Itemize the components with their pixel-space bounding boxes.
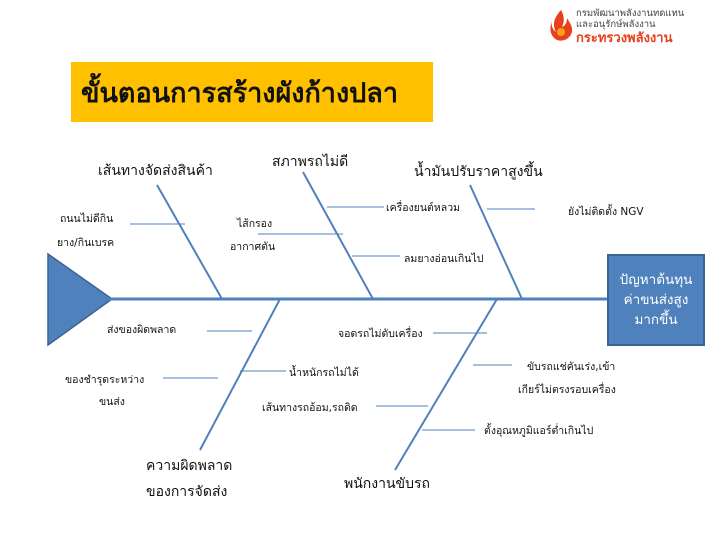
fish-tail bbox=[47, 252, 114, 347]
ministry-logo: กรมพัฒนาพลังงานทดแทน และอนุรักษ์พลังงาน … bbox=[548, 6, 724, 46]
problem-box: ปัญหาต้นทุน ค่าขนส่งสูง มากขึ้น bbox=[607, 254, 705, 346]
cause-bad-road-line1: ถนนไม่ดีกิน bbox=[60, 213, 114, 225]
category-delivery-error-line2: ของการจัดส่ง bbox=[146, 484, 228, 500]
problem-line2: ค่าขนส่งสูง bbox=[623, 292, 689, 308]
category-driver: พนักงานขับรถ bbox=[344, 476, 430, 492]
cause-wrong-goods: ส่งของผิดพลาด bbox=[107, 324, 177, 336]
cause-detour: เส้นทางรถอ้อม,รถติด bbox=[262, 402, 358, 414]
cause-gear-line2: เกียร์ไม่ตรงรอบเครื่อง bbox=[518, 384, 616, 396]
cause-tire: ลมยางอ่อนเกินไป bbox=[404, 253, 484, 265]
category-route: เส้นทางจัดส่งสินค้า bbox=[98, 163, 213, 179]
cause-engine-idle: จอดรถไม่ดับเครื่อง bbox=[338, 328, 423, 340]
problem-line3: มากขึ้น bbox=[634, 312, 678, 328]
cause-gear-line1: ขับรถแช่คันเร่ง,เข้า bbox=[527, 361, 616, 373]
category-delivery-error-line1: ความผิดพลาด bbox=[146, 458, 233, 474]
bone-vehicle bbox=[302, 171, 374, 300]
cause-damaged-line1: ของชำรุดระหว่าง bbox=[65, 374, 145, 386]
title-banner: ขั้นตอนการสร้างผังก้างปลา bbox=[71, 62, 433, 122]
bone-route bbox=[156, 184, 223, 300]
flame-logo-icon bbox=[550, 10, 573, 41]
cause-damaged-line2: ขนส่ง bbox=[99, 396, 125, 408]
category-vehicle: สภาพรถไม่ดี bbox=[272, 154, 349, 170]
cause-filter: ไส้กรอง bbox=[237, 218, 273, 230]
bone-driver bbox=[394, 298, 498, 471]
cause-air: อากาศตัน bbox=[230, 241, 276, 253]
logo-text-line1: กรมพัฒนาพลังงานทดแทน bbox=[576, 8, 685, 19]
cause-engine: เครื่องยนต์หลวม bbox=[386, 202, 461, 214]
bone-delivery-error bbox=[199, 298, 281, 451]
logo-text-line3: กระทรวงพลังงาน bbox=[576, 31, 673, 46]
cause-ngv: ยังไม่ติดตั้ง NGV bbox=[568, 206, 644, 218]
bone-oil bbox=[469, 184, 523, 300]
problem-line1: ปัญหาต้นทุน bbox=[619, 272, 693, 288]
cause-aircon: ตั้งอุณหภูมิแอร์ต่ำเกินไป bbox=[484, 425, 594, 437]
page-title: ขั้นตอนการสร้างผังก้างปลา bbox=[81, 77, 398, 109]
cause-bad-road-line2: ยาง/กินเบรค bbox=[57, 237, 115, 249]
cause-weight: น้ำหนักรถไม่ได้ bbox=[289, 367, 359, 379]
category-oil: น้ำมันปรับราคาสูงขึ้น bbox=[414, 164, 543, 180]
logo-text-line2: และอนุรักษ์พลังงาน bbox=[576, 19, 656, 30]
